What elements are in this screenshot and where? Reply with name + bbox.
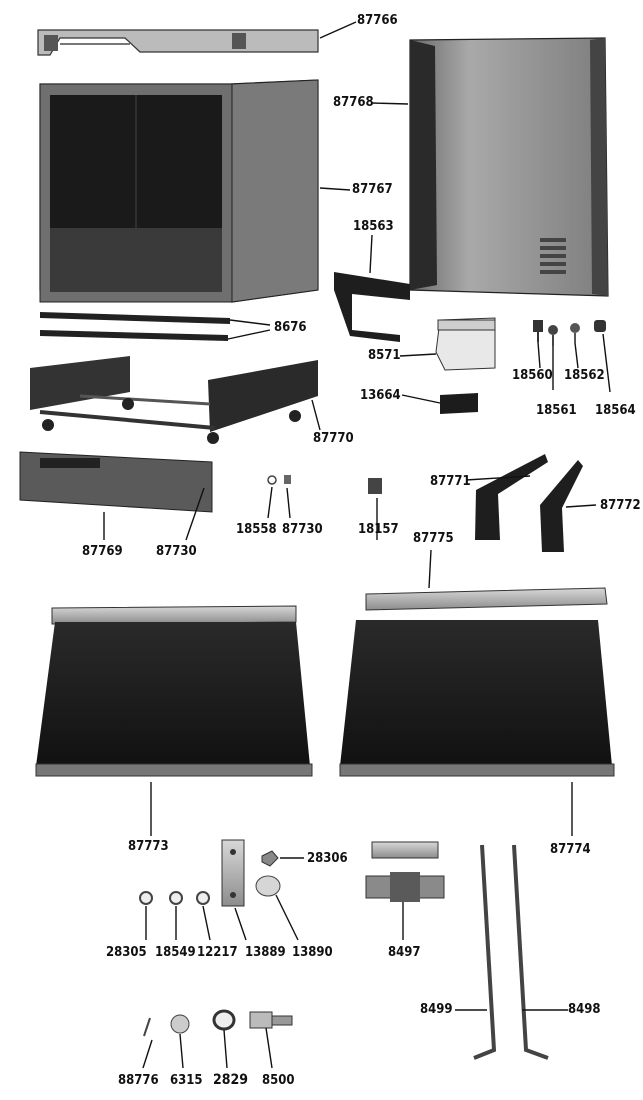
label-87730-b: 87730: [282, 522, 323, 537]
label-87775: 87775: [413, 531, 454, 546]
label-18563: 18563: [353, 219, 394, 234]
part-87773-panel: [35, 605, 313, 777]
parts-bottom-small: [143, 1009, 293, 1037]
label-87771: 87771: [430, 474, 471, 489]
label-13890: 13890: [292, 945, 333, 960]
label-18562: 18562: [564, 368, 605, 383]
part-87766-top-bracket: [37, 29, 319, 56]
part-87772-bracket: [540, 460, 583, 552]
label-28305: 28305: [106, 945, 147, 960]
part-8676-rails: [40, 312, 230, 341]
label-13889: 13889: [245, 945, 286, 960]
parts-18560-18564-hardware: [533, 320, 606, 346]
label-28306: 28306: [307, 851, 348, 866]
part-87769-panel: [19, 451, 213, 513]
label-87730-a: 87730: [156, 544, 197, 559]
parts-18558-87730-small: [267, 475, 291, 485]
part-87771-bracket: [475, 454, 548, 540]
label-2829: 2829: [213, 1072, 249, 1088]
part-87767-cabinet: [39, 79, 319, 303]
label-87772: 87772: [600, 498, 641, 513]
label-6315: 6315: [170, 1073, 203, 1088]
part-87774-panel: [339, 620, 615, 777]
label-8497: 8497: [388, 945, 421, 960]
label-88776: 88776: [118, 1073, 159, 1088]
part-87770-base: [30, 356, 318, 444]
label-18549: 18549: [155, 945, 196, 960]
label-8500: 8500: [262, 1073, 295, 1088]
part-8571-container: [435, 317, 496, 371]
leader-lines: [103, 21, 611, 1069]
label-18157: 18157: [358, 522, 399, 537]
label-87766: 87766: [357, 13, 398, 28]
label-87770: 87770: [313, 431, 354, 446]
label-8499: 8499: [420, 1002, 453, 1017]
label-8571: 8571: [368, 348, 401, 363]
label-87768: 87768: [333, 95, 374, 110]
label-87769: 87769: [82, 544, 123, 559]
part-18157-plug: [368, 478, 382, 494]
part-87775-strip: [365, 587, 608, 611]
part-18563-bracket: [334, 272, 410, 342]
label-87767: 87767: [352, 182, 393, 197]
label-18560: 18560: [512, 368, 553, 383]
label-18561: 18561: [536, 403, 577, 418]
label-18564: 18564: [595, 403, 636, 418]
label-18558: 18558: [236, 522, 277, 537]
label-13664: 13664: [360, 388, 401, 403]
part-87768-door: [409, 37, 609, 297]
parts-8499-8498-rods: [473, 844, 549, 1060]
label-87773: 87773: [128, 839, 169, 854]
label-8676: 8676: [274, 320, 307, 335]
label-8498: 8498: [568, 1002, 601, 1017]
label-12217: 12217: [197, 945, 238, 960]
parts-hardware-row: [139, 839, 445, 907]
part-13664-clip: [440, 393, 478, 414]
label-87774: 87774: [550, 842, 591, 857]
